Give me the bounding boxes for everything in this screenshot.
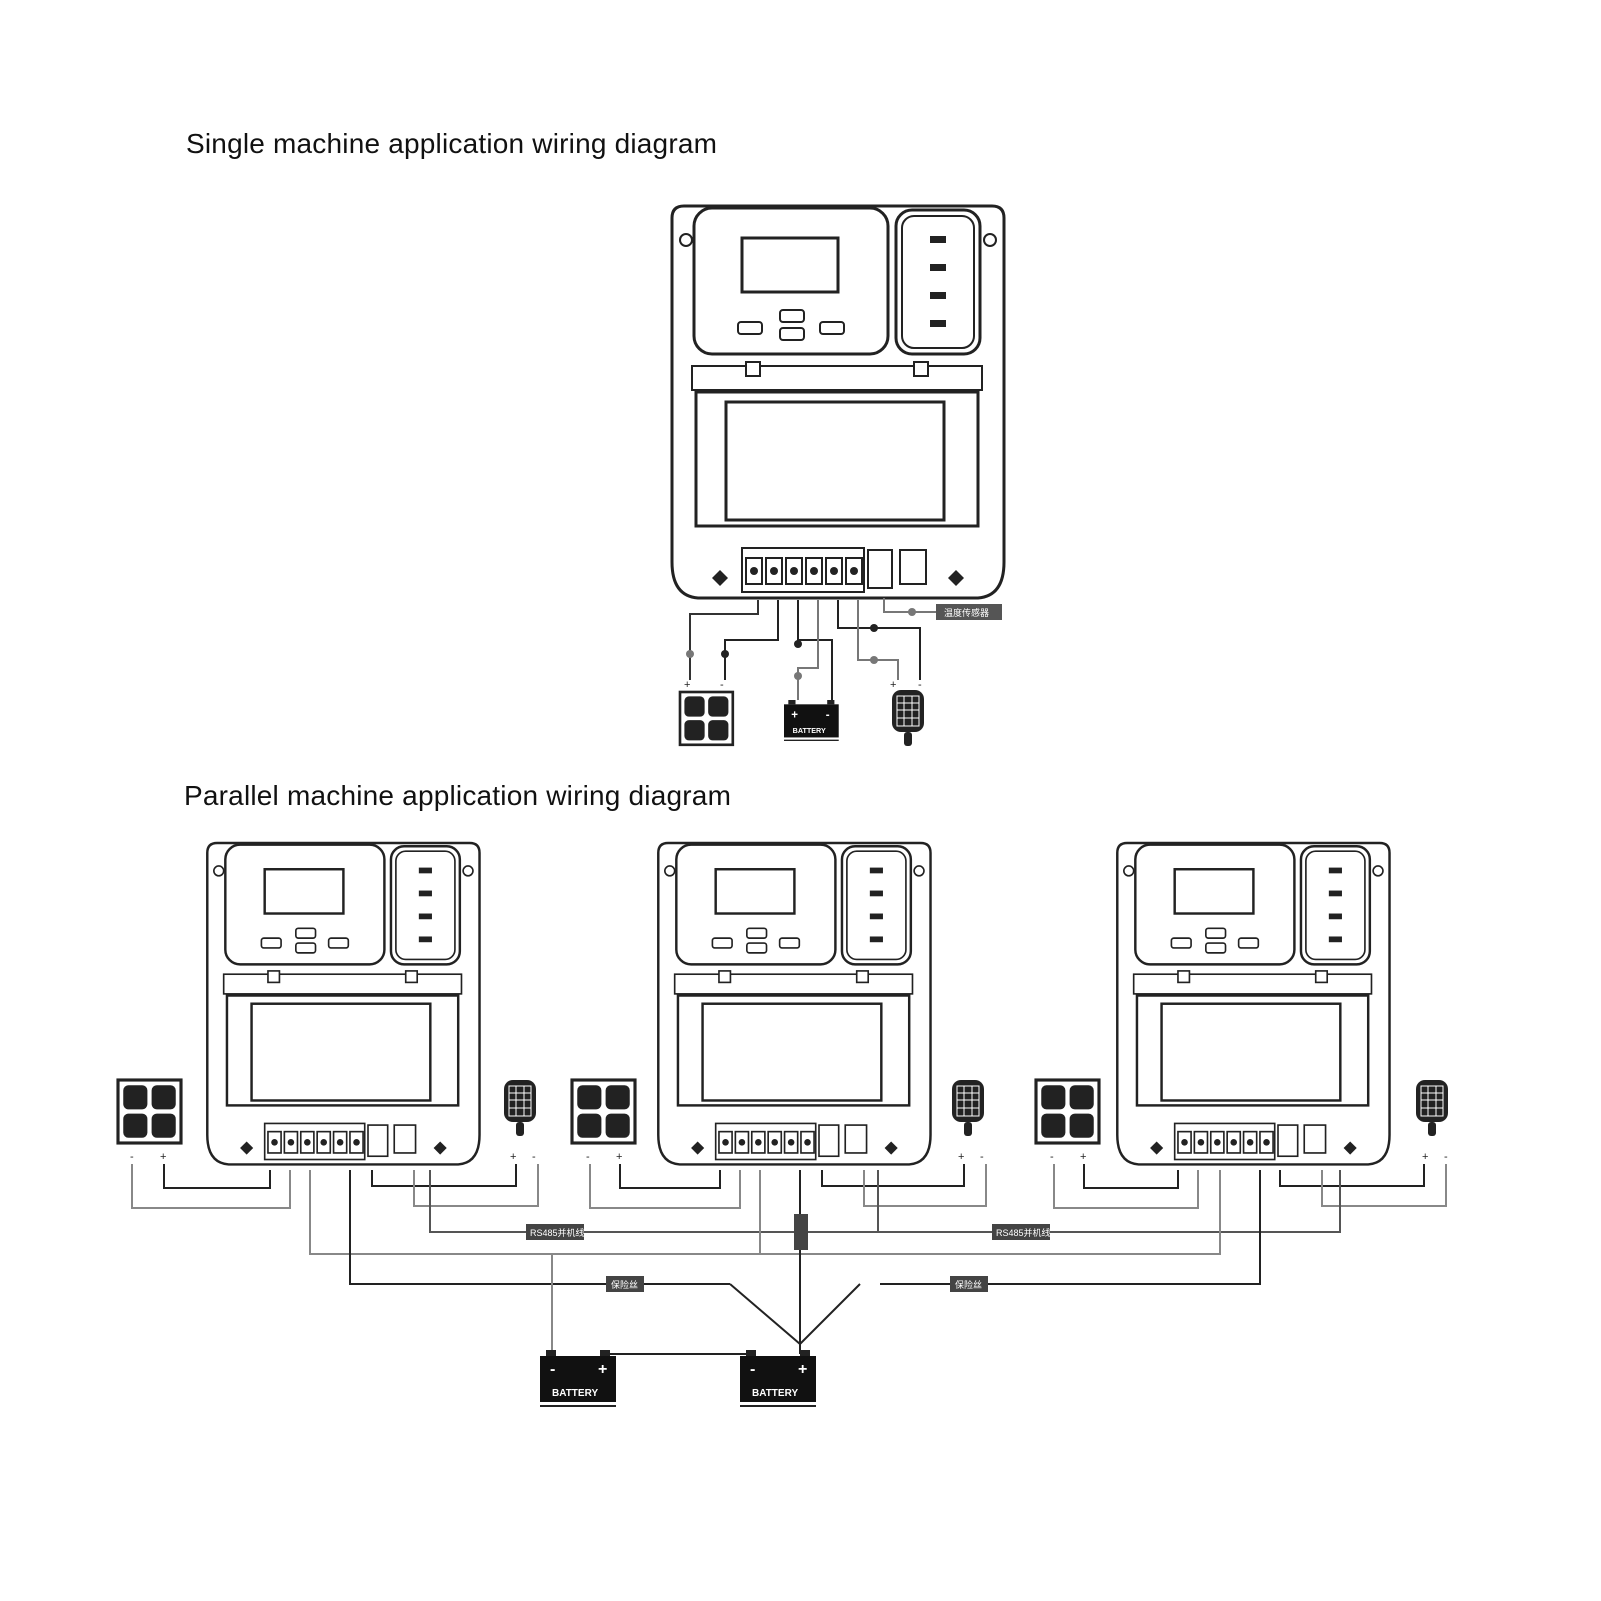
single-controller <box>670 204 1006 600</box>
svg-text:-: - <box>1050 1151 1054 1163</box>
parallel-lamp-2 <box>951 1079 985 1137</box>
parallel-diagram-title: Parallel machine application wiring diag… <box>184 780 732 811</box>
svg-text:-: - <box>720 679 724 691</box>
svg-text:+: + <box>1422 1151 1428 1163</box>
temp-sensor-tag: 温度传感器 <box>936 604 1002 620</box>
svg-text:保险丝: 保险丝 <box>955 1279 982 1290</box>
svg-text:+: + <box>510 1151 516 1163</box>
parallel-polarity-marks: - + + - - + + - - + + - <box>130 1151 1448 1163</box>
svg-text:-: - <box>918 679 922 691</box>
svg-text:-: - <box>750 1361 755 1378</box>
svg-text:+: + <box>791 710 798 722</box>
parallel-lamp-3 <box>1415 1079 1449 1137</box>
svg-text:-: - <box>1444 1151 1448 1163</box>
svg-text:RS485并机线: RS485并机线 <box>996 1227 1051 1238</box>
svg-text:+: + <box>1080 1151 1086 1163</box>
svg-text:+: + <box>598 1361 607 1378</box>
parallel-solar-panel-2 <box>570 1078 637 1145</box>
parallel-controller-3 <box>1116 841 1391 1166</box>
single-junction-dots <box>686 608 916 680</box>
svg-text:BATTERY: BATTERY <box>752 1388 798 1399</box>
parallel-lamp-1 <box>503 1079 537 1137</box>
fuse-tag-vertical <box>794 1214 808 1250</box>
svg-text:+: + <box>160 1151 166 1163</box>
parallel-battery-1: - + BATTERY <box>539 1349 617 1407</box>
svg-text:RS485并机线: RS485并机线 <box>530 1227 585 1238</box>
svg-text:-: - <box>532 1151 536 1163</box>
svg-text:+: + <box>798 1361 807 1378</box>
parallel-battery-2: - + BATTERY <box>739 1349 817 1407</box>
rs485-tag-2: RS485并机线 <box>992 1224 1051 1240</box>
single-lamp: + - <box>890 679 925 747</box>
single-wiring <box>689 598 936 700</box>
svg-text:保险丝: 保险丝 <box>611 1279 638 1290</box>
parallel-solar-panel-3 <box>1034 1078 1101 1145</box>
lamp-icon <box>891 689 925 747</box>
fuse-tag-2: 保险丝 <box>950 1276 988 1292</box>
rs485-tag-1: RS485并机线 <box>526 1224 585 1240</box>
solar-panel-icon <box>678 690 735 747</box>
fuse-tag-1: 保险丝 <box>606 1276 644 1292</box>
svg-text:+: + <box>890 679 896 691</box>
single-diagram-title: Single machine application wiring diagra… <box>186 128 718 159</box>
svg-text:-: - <box>130 1151 134 1163</box>
temp-sensor-label: 温度传感器 <box>944 607 989 618</box>
svg-text:+: + <box>958 1151 964 1163</box>
svg-text:BATTERY: BATTERY <box>793 726 826 735</box>
single-solar-panel: + - <box>678 679 735 747</box>
svg-text:-: - <box>826 710 830 722</box>
parallel-solar-panel-1 <box>116 1078 183 1145</box>
svg-text:+: + <box>684 679 690 691</box>
svg-text:-: - <box>586 1151 590 1163</box>
svg-text:BATTERY: BATTERY <box>552 1388 598 1399</box>
parallel-wiring <box>131 1164 1447 1355</box>
parallel-controller-1 <box>206 841 481 1166</box>
svg-text:-: - <box>550 1361 555 1378</box>
svg-text:+: + <box>616 1151 622 1163</box>
parallel-controller-2 <box>657 841 932 1166</box>
single-battery: + - BATTERY <box>783 699 840 742</box>
svg-text:-: - <box>980 1151 984 1163</box>
